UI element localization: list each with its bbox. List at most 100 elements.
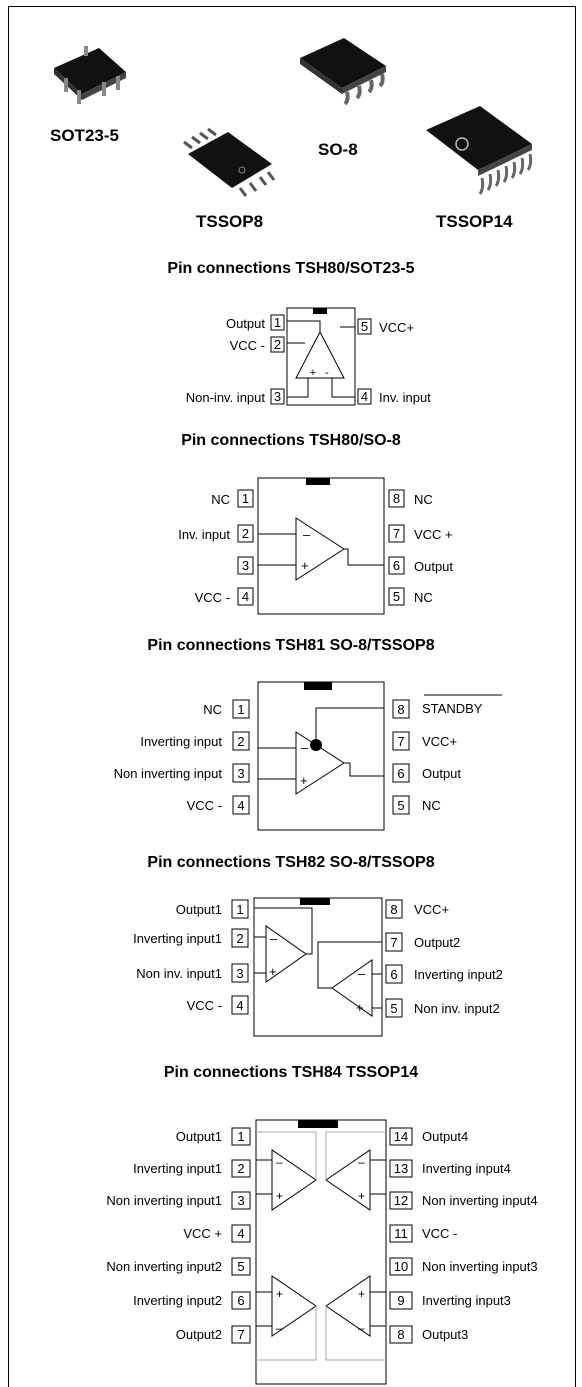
tssop14-package-image xyxy=(426,106,533,195)
pin-number: 7 xyxy=(237,1327,244,1342)
pin-label: VCC - xyxy=(422,1226,457,1241)
diagram-tsh80-sot23-5: + - 1 Output 2 VCC - 3 Non-inv. input 5 … xyxy=(186,307,431,406)
chip-body xyxy=(257,477,385,615)
pin-number: 4 xyxy=(236,998,243,1013)
package-label-sot23-5: SOT23-5 xyxy=(50,126,119,145)
op-amp-symbol-4 xyxy=(325,1149,371,1211)
pin-label: Non inverting input xyxy=(114,766,223,781)
pin-number: 7 xyxy=(397,734,404,749)
amp-minus-sign: – xyxy=(276,1321,283,1335)
pin-label: Output1 xyxy=(176,1129,222,1144)
pin-label: VCC - xyxy=(187,798,222,813)
amp-plus-sign: + xyxy=(356,1000,364,1015)
pin-label: Inv. input xyxy=(178,527,230,542)
chip-body xyxy=(286,307,356,406)
amp-minus-sign: – xyxy=(358,1155,365,1169)
pin-label: Inverting input1 xyxy=(133,931,222,946)
so-8-package-image xyxy=(300,38,386,106)
pin-label: VCC + xyxy=(414,527,453,542)
pin-number: 4 xyxy=(237,798,244,813)
pin-label: Output3 xyxy=(422,1327,468,1342)
pin-label: Output1 xyxy=(176,902,222,917)
pin-label: NC xyxy=(422,798,441,813)
amp-plus-sign: + xyxy=(301,558,309,573)
amp-minus-sign: - xyxy=(325,367,329,379)
pin-number: 6 xyxy=(393,558,400,573)
pin-number: 1 xyxy=(242,491,249,506)
sot23-5-package-image xyxy=(54,46,126,104)
pin-number: 2 xyxy=(236,931,243,946)
pin-number: 2 xyxy=(237,734,244,749)
pin-number: 10 xyxy=(394,1259,408,1274)
amp-plus-sign: + xyxy=(310,367,316,379)
pin-label: Non inv. input1 xyxy=(136,966,222,981)
amp-minus-sign: – xyxy=(301,740,309,755)
pin-number: 3 xyxy=(242,558,249,573)
pin-number: 9 xyxy=(397,1293,404,1308)
title-tsh84: Pin connections TSH84 TSSOP14 xyxy=(163,1064,419,1081)
title-tsh81: Pin connections TSH81 SO-8/TSSOP8 xyxy=(147,637,435,654)
pin-label: VCC - xyxy=(187,998,222,1013)
pin-number: 14 xyxy=(394,1129,408,1144)
amp-minus-sign: – xyxy=(358,966,366,981)
amp-minus-sign: – xyxy=(270,931,278,946)
package-label-so-8: SO-8 xyxy=(318,140,358,159)
pin-number: 5 xyxy=(393,589,400,604)
pin-number: 3 xyxy=(274,389,281,404)
page-frame xyxy=(8,6,576,1387)
pin-label: Inverting input2 xyxy=(133,1293,222,1308)
pin-label: VCC+ xyxy=(379,320,414,335)
pin-label: Output xyxy=(226,316,265,331)
pin-number: 3 xyxy=(236,966,243,981)
pin-label: NC xyxy=(414,492,433,507)
pin-label: Non inverting input3 xyxy=(422,1259,538,1274)
pin-number: 6 xyxy=(237,1293,244,1308)
pin-number: 11 xyxy=(394,1226,408,1241)
pin-label: Output xyxy=(414,559,453,574)
pin-number: 1 xyxy=(237,1129,244,1144)
pin-number: 4 xyxy=(361,389,368,404)
amp-minus-sign: – xyxy=(358,1321,365,1335)
amp-plus-sign: + xyxy=(358,1287,365,1301)
title-tsh80-sot23-5: Pin connections TSH80/SOT23-5 xyxy=(167,260,415,277)
pin-label: Inverting input3 xyxy=(422,1293,511,1308)
pin-label: Output xyxy=(422,766,461,781)
diagram-tsh82: – + – + 1 Output1 2 Inverting input1 3 N… xyxy=(133,897,503,1037)
standby-node xyxy=(310,739,322,751)
amp-plus-sign: + xyxy=(276,1287,283,1301)
pin-number: 5 xyxy=(397,798,404,813)
pin-number: 12 xyxy=(394,1193,408,1208)
diagram-tsh80-so-8: – + 1 NC 2 Inv. input 3 4 VCC - 8 NC 7 V… xyxy=(178,477,453,615)
pin-number: 6 xyxy=(397,766,404,781)
pin-number: 1 xyxy=(274,315,281,330)
pin-label: VCC + xyxy=(183,1226,222,1241)
pin-label: NC xyxy=(211,492,230,507)
pin-number: 8 xyxy=(390,902,397,917)
pin-label: Non inverting input1 xyxy=(106,1193,222,1208)
tssop8-package-image xyxy=(183,127,276,197)
pin-number: 5 xyxy=(237,1259,244,1274)
pin-number: 5 xyxy=(361,319,368,334)
pin-label: Inverting input4 xyxy=(422,1161,511,1176)
pin-number: 4 xyxy=(242,589,249,604)
pin-label: Inverting input2 xyxy=(414,967,503,982)
pin-number: 1 xyxy=(236,902,243,917)
amp-minus-sign: – xyxy=(276,1155,283,1169)
chip-body xyxy=(257,681,385,831)
pin-label: Inverting input xyxy=(140,734,222,749)
pin-label: NC xyxy=(203,702,222,717)
pin-number: 4 xyxy=(237,1226,244,1241)
pin-number: 1 xyxy=(237,702,244,717)
pin-label: STANDBY xyxy=(422,701,483,716)
pin-number: 3 xyxy=(237,766,244,781)
title-tsh82: Pin connections TSH82 SO-8/TSSOP8 xyxy=(147,854,435,871)
pin-label: VCC+ xyxy=(414,902,449,917)
pin-number: 13 xyxy=(394,1161,408,1176)
package-label-tssop8: TSSOP8 xyxy=(196,212,264,231)
pin-label: Non inverting input2 xyxy=(106,1259,222,1274)
op-amp-symbol-a xyxy=(265,925,307,983)
pin-label: Non-inv. input xyxy=(186,390,266,405)
pin-number: 6 xyxy=(390,967,397,982)
pin-label: Output2 xyxy=(176,1327,222,1342)
pin-number: 8 xyxy=(397,702,404,717)
